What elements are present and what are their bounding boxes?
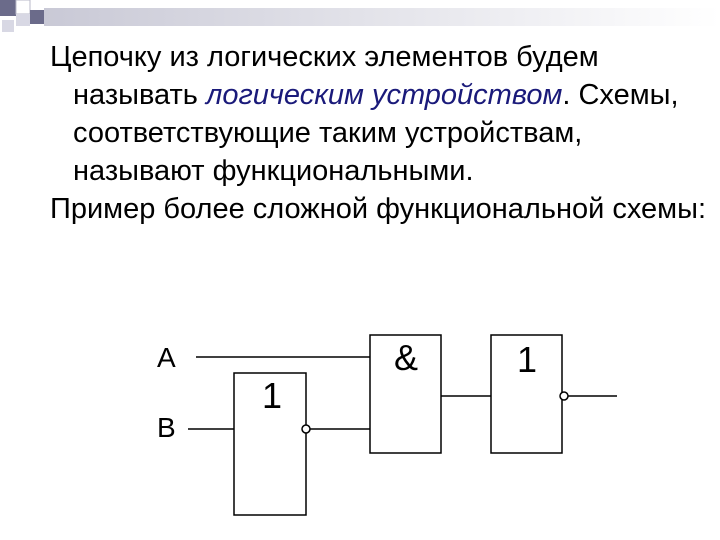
- gate-or-symbol: 1: [262, 375, 282, 416]
- paragraph-definition: Цепочку из логических элементов будем на…: [50, 38, 710, 190]
- header-decoration: [0, 0, 720, 32]
- gate-or-not-symbol: 1: [517, 339, 537, 380]
- inverter-bubble-1: [301, 424, 311, 434]
- paragraph-example: Пример более сложной функциональной схем…: [50, 193, 706, 225]
- gate-and-symbol: &: [394, 337, 418, 378]
- inverter-bubble-2: [559, 391, 569, 401]
- logical-device-term: логическим устройством: [205, 79, 563, 111]
- paragraph-definition-part2: . Схемы, соответствующие таким устройств…: [73, 79, 679, 187]
- gate-and: [369, 334, 442, 454]
- functional-circuit-diagram: A B 1 & 1: [157, 334, 617, 516]
- gate-or: [233, 372, 307, 516]
- input-b-label: B: [157, 412, 176, 443]
- slide-text: Цепочку из логических элементов будем на…: [50, 38, 710, 228]
- paragraph-definition-part1: Цепочку из логических элементов будем на…: [50, 41, 599, 111]
- input-a-label: A: [157, 342, 176, 373]
